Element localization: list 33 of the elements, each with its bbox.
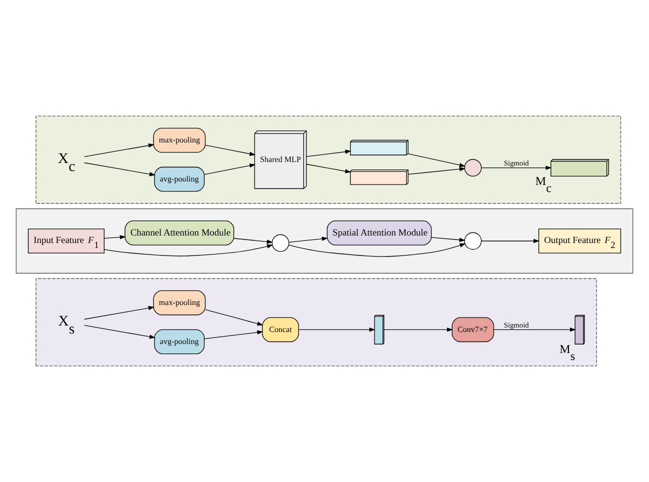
arrow [481,166,552,170]
arrow [298,328,376,332]
arrow [84,306,154,320]
arrow [84,143,154,158]
arrow [306,150,352,157]
arrow [234,238,273,244]
node-circle [464,232,482,250]
node-box: Spatial Attention Module [326,220,432,246]
arrow [306,164,352,174]
arrow [288,236,328,243]
arrow [288,243,466,257]
edge-label: Sigmoid [504,320,529,330]
cluster [16,208,634,274]
arrow [104,235,126,240]
arrow [104,244,274,256]
arrow [481,238,540,244]
arrow [408,166,466,175]
node-box: Channel Attention Module [124,220,234,246]
arrow [205,144,256,156]
arrow [384,328,454,332]
cluster [36,116,622,204]
cluster [36,278,597,366]
arrow [431,237,466,242]
node-circle [464,159,482,177]
arrow [204,330,264,340]
arrow [204,164,256,175]
node-circle [272,234,290,252]
arrow [84,324,156,339]
arrow [494,328,576,332]
edge-label: Sigmoid [504,158,529,168]
arrow [408,153,466,168]
arrow [205,309,264,326]
arrow [84,162,156,176]
